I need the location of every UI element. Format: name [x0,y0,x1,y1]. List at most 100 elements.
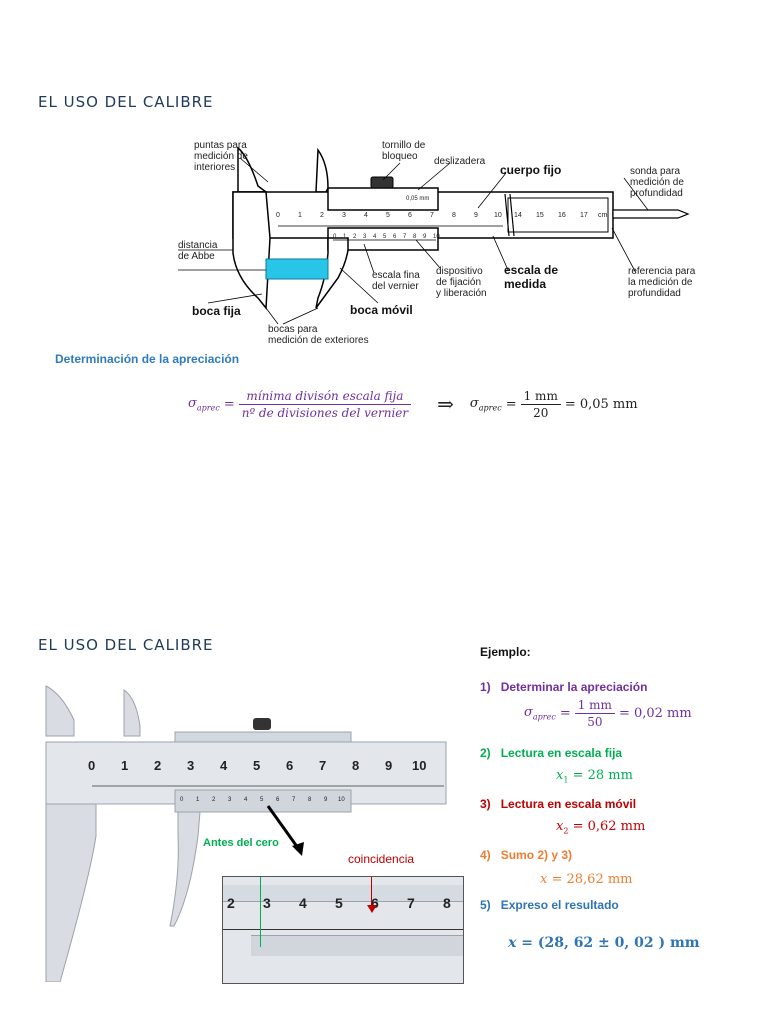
fixed-scale-numbers: 0 1 2 3 4 5 6 7 8 9 10 14 15 16 17 cm [276,212,608,224]
eq-suma: x = 28,62 mm [540,872,633,887]
sigma-symbol: σaprec [188,395,220,413]
label-boca-fija: boca fija [192,304,241,318]
vernier-tick-label: 2 [212,797,216,803]
slide1-title: EL USO DEL CALIBRE [38,93,214,111]
zoom-tick-label: 4 [299,895,307,911]
label-deslizadera: deslizadera [434,156,486,167]
scale-tick-label: 0 [276,212,280,219]
caliper-diagram: 0 1 2 3 4 5 6 7 8 9 10 14 15 16 17 cm 0 … [178,128,704,350]
scale-tick-label: 3 [342,212,346,219]
eq-apreciacion: σaprec = 1 mm 50 = 0,02 mm [524,698,692,729]
scale-tick-label: 2 [154,758,162,773]
vernier-tick-label: 10 [433,234,440,240]
scale-tick-label: 4 [364,212,368,219]
scale-tick-label: 10 [494,212,502,219]
scale-tick-label: 15 [536,212,544,219]
scale-tick-label: 14 [514,212,522,219]
vernier-tick-label: 5 [260,797,264,803]
zoom-scale-numbers: 2 3 4 5 6 7 8 [227,895,463,913]
zoom-scale-baseline [223,929,463,930]
vernier-tick-label: 2 [353,234,357,240]
step-2: 2) Lectura en escala fija [480,746,623,760]
vernier-tick-label: 3 [228,797,232,803]
fraction-value: 1 mm 20 [520,389,561,420]
vernier-tick-label: 4 [373,234,377,240]
implies-arrow: ⇒ [437,392,454,416]
label-bocas-exteriores: bocas para medición de exteriores [268,324,369,346]
scale-tick-label: 1 [298,212,302,219]
vernier-tick-label: 7 [292,797,296,803]
vernier-tick-label: 0 [180,797,184,803]
scale-tick-label: 5 [386,212,390,219]
vernier-tick-label: 10 [338,797,345,803]
vernier-tick-label: 8 [413,234,417,240]
vernier-tick-label: 6 [276,797,280,803]
scale-tick-label: 7 [319,758,327,773]
vernier-tick-label: 6 [393,234,397,240]
main-scale-numbers: 0 1 2 3 4 5 6 7 8 9 10 [88,758,448,774]
vernier-tick-label: 7 [403,234,407,240]
vernier-tick-label: 1 [196,797,200,803]
label-puntas-interiores: puntas para medición de interiores [194,140,248,173]
label-escala-medida: escala de medida [504,263,559,291]
zoom-tick-label: 5 [335,895,343,911]
scale-tick-label: 1 [121,758,129,773]
vernier-tick-label: 4 [244,797,248,803]
eq-lectura-movil: x2 = 0,62 mm [556,819,646,836]
vernier-tick-label: 9 [423,234,427,240]
scale-tick-label: 6 [408,212,412,219]
scale-tick-label: 3 [187,758,195,773]
zoom-tick-label: 8 [443,895,451,911]
antes-cero-marker [260,877,261,947]
slide2-title: EL USO DEL CALIBRE [38,636,214,654]
label-tornillo-bloqueo: tornillo de bloqueo [382,140,426,162]
scale-tick-label: 5 [253,758,261,773]
eq-lectura-fija: x1 = 28 mm [556,768,633,785]
zoom-tick-label: 2 [227,895,235,911]
coincidencia-label: coincidencia [348,852,415,866]
zoom-inset: 2 3 4 5 6 7 8 [222,876,464,984]
zoom-vernier-plate [251,935,463,956]
eq-resultado: x = (28, 62 ± 0, 02 ) mm [508,935,700,951]
vernier-tick-label: 5 [383,234,387,240]
zoom-tick-label: 6 [371,895,379,911]
scale-tick-label: 9 [385,758,393,773]
label-sonda-profundidad: sonda para medición de profundidad [630,166,684,199]
scale-tick-label: 8 [452,212,456,219]
vernier-tick-label: 3 [363,234,367,240]
label-cuerpo-fijo: cuerpo fijo [500,163,562,177]
caliper-drawing [178,146,690,325]
zoom-tick-label: 3 [263,895,271,911]
step-5: 5) Expreso el resultado [480,898,619,912]
vernier-tick-label: 9 [324,797,328,803]
scale-tick-label: 10 [412,758,427,773]
formula-apreciacion: σaprec = mínima divisón escala fija nº d… [188,388,638,420]
scale-tick-label: 6 [286,758,294,773]
step-1: 1) Determinar la apreciación [480,680,648,694]
vernier-tick-label: 1 [343,234,347,240]
zoom-tick-label: 7 [407,895,415,911]
scale-tick-label: 17 [580,212,588,219]
label-distancia-abbe: distancia de Abbe [178,240,218,262]
fraction-definition: mínima divisón escala fija nº de divisio… [238,389,412,420]
step-3: 3) Lectura en escala móvil [480,797,637,811]
scale-tick-label: 2 [320,212,324,219]
scale-tick-label: 4 [220,758,228,773]
scale-tick-label: 0 [88,758,96,773]
step-4: 4) Sumo 2) y 3) [480,848,573,862]
scale-tick-label: 7 [430,212,434,219]
coincidencia-marker [371,877,372,907]
label-escala-fina: escala fina del vernier [372,270,420,292]
apreciacion-result: = 0,05 mm [564,396,638,412]
scale-tick-label: 9 [474,212,478,219]
coincidencia-arrow-icon [367,905,377,913]
antes-del-cero-label: Antes del cero [203,837,279,849]
scale-tick-label: 8 [352,758,360,773]
ejemplo-heading: Ejemplo: [480,645,531,659]
vernier-tick-label: 8 [308,797,312,803]
unit-label: cm [598,212,608,219]
determinacion-heading: Determinación de la apreciación [55,352,240,366]
label-dispositivo: dispositivo de fijación y liberación [436,266,487,299]
caliper-photo: 0 1 2 3 4 5 6 7 8 9 10 0 1 2 3 4 5 6 7 8… [40,676,464,983]
scale-tick-label: 16 [558,212,566,219]
